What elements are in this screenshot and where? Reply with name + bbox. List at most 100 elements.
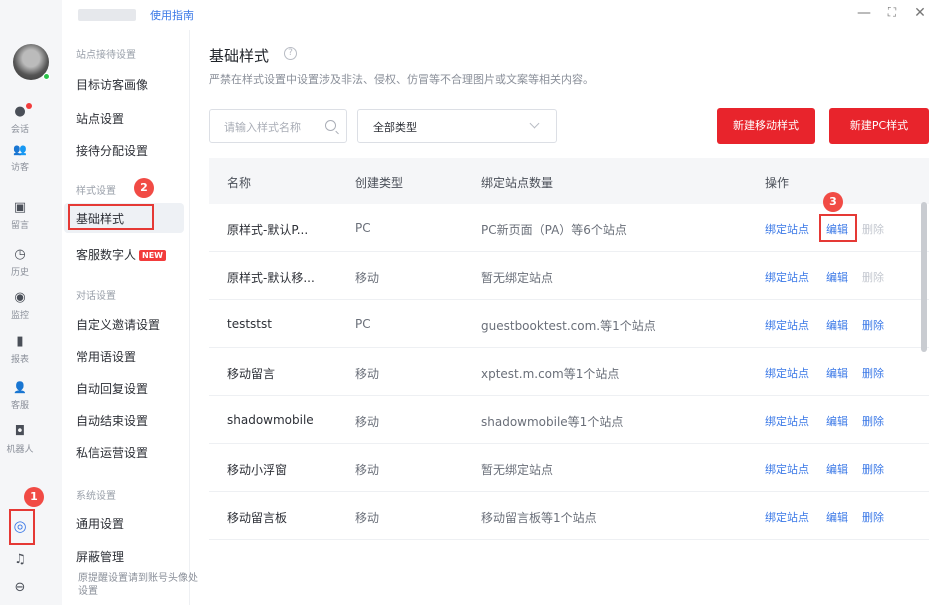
menu-block[interactable]: 屏蔽管理: [76, 550, 125, 564]
search-input[interactable]: 请输入样式名称: [209, 109, 347, 143]
usage-guide-link[interactable]: 使用指南: [150, 9, 194, 22]
headset-icon: ♫: [14, 552, 26, 567]
cell-name: shadowmobile: [227, 413, 314, 427]
bind-site-link[interactable]: 绑定站点: [765, 511, 809, 524]
chevron-down-icon: [529, 118, 540, 129]
rail-item-more[interactable]: ⊖: [0, 580, 40, 596]
delete-link[interactable]: 删除: [862, 319, 884, 332]
step-2-badge: 2: [134, 178, 154, 198]
edit-link[interactable]: 编辑: [826, 367, 848, 380]
edit-link[interactable]: 编辑: [826, 319, 848, 332]
rail-item-history[interactable]: ◷ 历史: [0, 247, 40, 278]
rail-label-history: 历史: [10, 268, 29, 278]
delete-link: 删除: [862, 271, 884, 284]
cell-type: 移动: [355, 415, 380, 429]
rail-item-message[interactable]: ▣ 留言: [0, 200, 40, 231]
menu-private-msg[interactable]: 私信运营设置: [76, 446, 149, 460]
new-pc-style-button[interactable]: 新建PC样式: [829, 108, 929, 144]
cell-sites: xptest.m.com等1个站点: [481, 367, 620, 381]
rail-item-chat[interactable]: ● 会话: [0, 103, 40, 135]
rail-selection-highlight: [9, 509, 35, 545]
help-icon[interactable]: ?: [284, 47, 297, 60]
content-notice: 严禁在样式设置中设置涉及非法、侵权、仿冒等不合理图片或文案等相关内容。: [209, 73, 594, 86]
menu-general[interactable]: 通用设置: [76, 517, 125, 531]
menu-digital-human-label: 客服数字人: [76, 248, 137, 262]
edit-link[interactable]: 编辑: [826, 511, 848, 524]
report-icon: ▮: [16, 334, 24, 349]
cell-type: PC: [355, 221, 371, 235]
new-mobile-style-button[interactable]: 新建移动样式: [717, 108, 815, 144]
more-icon: ⊖: [14, 580, 26, 595]
cell-sites: 移动留言板等1个站点: [481, 511, 597, 525]
delete-link[interactable]: 删除: [862, 511, 884, 524]
settings-sidebar: 站点接待设置 目标访客画像 站点设置 接待分配设置 样式设置 2 基础样式 客服…: [62, 30, 198, 605]
column-header-type: 创建类型: [355, 176, 404, 190]
rail-label-agent: 客服: [10, 401, 29, 411]
rail-label-robot: 机器人: [6, 445, 34, 455]
left-rail: ● 会话 👥 访客 ▣ 留言 ◷ 历史 ◉ 监控 ▮ 报表 👤 客服 ◘: [0, 0, 62, 605]
scrollbar[interactable]: [921, 202, 927, 352]
minimize-button[interactable]: —: [857, 5, 871, 21]
menu-auto-reply[interactable]: 自动回复设置: [76, 382, 149, 396]
cell-sites: 暂无绑定站点: [481, 463, 554, 477]
delete-link: 删除: [862, 223, 884, 236]
cell-type: 移动: [355, 271, 380, 285]
type-select[interactable]: 全部类型: [357, 109, 557, 143]
edit-link[interactable]: 编辑: [826, 271, 848, 284]
menu-target-profile[interactable]: 目标访客画像: [76, 78, 149, 92]
menu-assign-settings[interactable]: 接待分配设置: [76, 144, 149, 158]
menu-invite-settings[interactable]: 自定义邀请设置: [76, 318, 161, 332]
cell-type: 移动: [355, 367, 380, 381]
cell-sites: 暂无绑定站点: [481, 271, 554, 285]
rail-item-settings[interactable]: ◎: [0, 518, 40, 534]
rail-item-report[interactable]: ▮ 报表: [0, 334, 40, 365]
menu-auto-end[interactable]: 自动结束设置: [76, 414, 149, 428]
cell-name: 移动小浮窗: [227, 463, 288, 477]
cell-sites: PC新页面（PA）等6个站点: [481, 223, 627, 237]
search-icon[interactable]: [325, 120, 336, 131]
cell-name: 移动留言: [227, 367, 276, 381]
delete-link[interactable]: 删除: [862, 415, 884, 428]
edit-link[interactable]: 编辑: [826, 223, 848, 236]
robot-icon: ◘: [14, 424, 26, 439]
bind-site-link[interactable]: 绑定站点: [765, 223, 809, 236]
visitor-icon: 👥: [13, 143, 27, 156]
edit-link[interactable]: 编辑: [826, 463, 848, 476]
rail-item-visitor[interactable]: 👥 访客: [0, 142, 40, 173]
bind-site-link[interactable]: 绑定站点: [765, 271, 809, 284]
group-title-system: 系统设置: [76, 491, 116, 502]
title-bar: 使用指南 — ⛶ ✕: [0, 0, 952, 30]
maximize-button[interactable]: ⛶: [887, 5, 897, 19]
new-badge: NEW: [139, 250, 166, 261]
rail-item-agent[interactable]: 👤 客服: [0, 380, 40, 411]
rail-item-robot[interactable]: ◘ 机器人: [0, 424, 40, 455]
menu-phrases[interactable]: 常用语设置: [76, 350, 137, 364]
rail-item-support[interactable]: ♫: [0, 552, 40, 568]
cell-name: 原样式-默认P...: [227, 223, 309, 237]
edit-selection-highlight: [819, 214, 857, 242]
edit-link[interactable]: 编辑: [826, 415, 848, 428]
menu-basic-style[interactable]: 基础样式: [76, 212, 125, 226]
bind-site-link[interactable]: 绑定站点: [765, 367, 809, 380]
bind-site-link[interactable]: 绑定站点: [765, 463, 809, 476]
bind-site-link[interactable]: 绑定站点: [765, 319, 809, 332]
delete-link[interactable]: 删除: [862, 463, 884, 476]
cell-type: 移动: [355, 511, 380, 525]
close-button[interactable]: ✕: [914, 5, 926, 21]
step-3-badge: 3: [823, 192, 843, 212]
rail-label-message: 留言: [10, 221, 29, 231]
cell-name: teststst: [227, 317, 272, 331]
cell-name: 原样式-默认移...: [227, 271, 315, 285]
bind-site-link[interactable]: 绑定站点: [765, 415, 809, 428]
table-row: 原样式-默认移... 移动 暂无绑定站点 绑定站点 编辑 删除: [209, 252, 929, 300]
delete-link[interactable]: 删除: [862, 367, 884, 380]
menu-site-settings[interactable]: 站点设置: [76, 112, 125, 126]
type-select-value: 全部类型: [373, 121, 417, 134]
rail-label-chat: 会话: [10, 125, 29, 135]
rail-item-monitor[interactable]: ◉ 监控: [0, 290, 40, 321]
blurred-site-name: [78, 9, 136, 21]
monitor-icon: ◉: [14, 290, 26, 305]
